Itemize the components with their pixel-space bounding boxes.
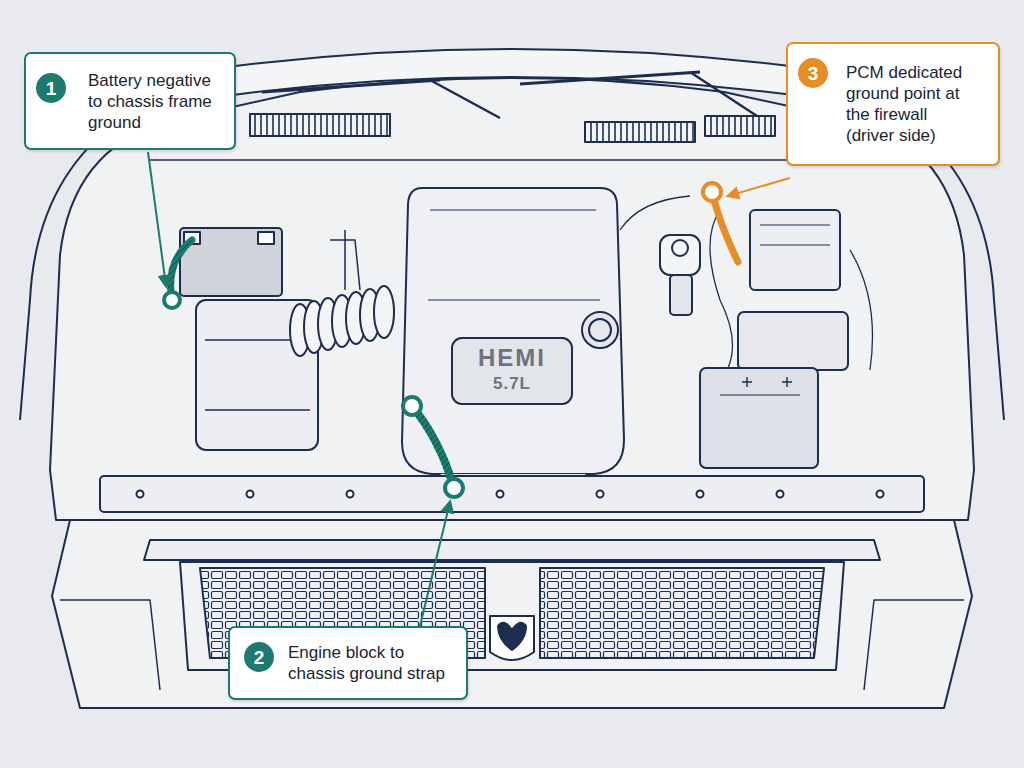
callout-text: Engine block to chassis ground strap: [288, 642, 456, 684]
number-text: 1: [46, 78, 57, 99]
engine-badge-text: HEMI: [478, 344, 546, 372]
callout-number: 2: [244, 642, 274, 672]
callout-box: Battery negative to chassis frame ground…: [24, 52, 236, 150]
callout-box: Engine block to chassis ground strap 2: [228, 626, 468, 700]
callout-text: Battery negative to chassis frame ground: [88, 70, 223, 133]
callout-box: PCM dedicated ground point at the firewa…: [786, 42, 1000, 166]
callout-text: PCM dedicated ground point at the firewa…: [846, 62, 976, 146]
number-text: 2: [254, 647, 265, 668]
leader-line: [148, 152, 790, 626]
callout-number: 1: [36, 73, 66, 103]
number-text: 3: [808, 63, 819, 84]
ground-strap: [164, 183, 738, 497]
callout-number: 3: [798, 58, 828, 88]
engine-badge-text: 5.7L: [493, 374, 531, 394]
